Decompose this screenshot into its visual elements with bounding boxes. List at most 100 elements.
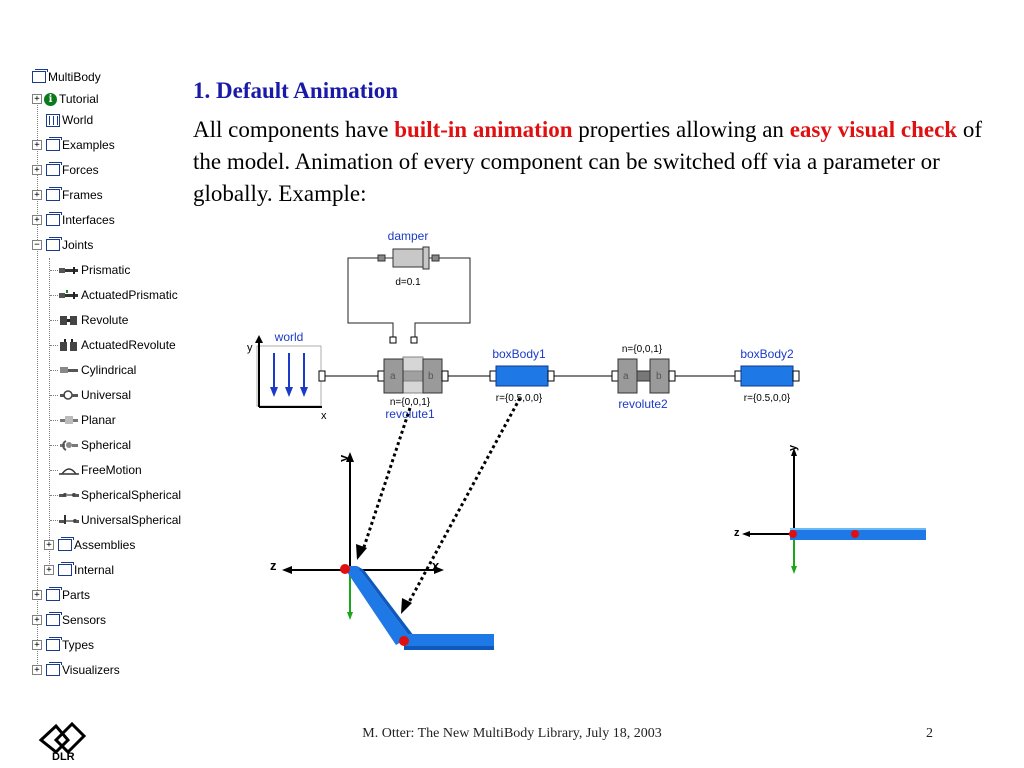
tree-item-label: UniversalSpherical [81, 513, 182, 527]
tree-item-universal[interactable]: Universal [50, 386, 131, 404]
expand-icon[interactable]: + [32, 665, 42, 675]
tree-connector [50, 320, 58, 321]
freemotion-joint-icon [59, 468, 79, 475]
body-text-part: of the model. Animation of every compone… [193, 117, 982, 206]
package-icon [46, 612, 62, 626]
tree-connector [50, 295, 58, 296]
universal-joint-icon [60, 390, 78, 400]
tree-item-multibody[interactable]: MultiBody [32, 68, 101, 86]
tree-connector [50, 395, 58, 396]
tree-item-planar[interactable]: Planar [50, 411, 116, 429]
tree-item-actuated-prismatic[interactable]: ActuatedPrismatic [50, 286, 178, 304]
tree-item-label: MultiBody [48, 70, 101, 84]
boxbody1-component[interactable] [489, 365, 555, 387]
revolute1-component[interactable] [377, 336, 449, 394]
tree-item-label: Frames [62, 188, 103, 202]
expand-icon[interactable]: + [32, 615, 42, 625]
expand-icon[interactable]: + [32, 165, 42, 175]
universal-spherical-icon [59, 515, 79, 524]
world-icon [46, 113, 60, 127]
boxbody2-name: boxBody2 [740, 347, 794, 361]
expand-icon[interactable]: + [44, 565, 54, 575]
tree-item-label: World [62, 113, 94, 127]
tree-item-label: Forces [62, 163, 99, 177]
tree-connector [50, 270, 58, 271]
cylindrical-joint-icon [60, 367, 78, 373]
port-a-label: a [623, 371, 629, 382]
tree-item-parts[interactable]: + Parts [32, 586, 90, 604]
expand-icon[interactable]: + [44, 540, 54, 550]
revolute1-name: revolute1 [385, 407, 435, 421]
tree-item-internal[interactable]: + Internal [44, 561, 114, 579]
tree-item-label: Sensors [62, 613, 107, 627]
package-icon [46, 637, 62, 651]
revolute2-component[interactable] [611, 358, 676, 394]
world-component[interactable] [255, 335, 326, 408]
tree-item-label: FreeMotion [81, 463, 142, 477]
dotted-arrow-boxbody1 [401, 397, 522, 614]
tree-item-frames[interactable]: + Frames [32, 186, 103, 204]
tree-item-cylindrical[interactable]: Cylindrical [50, 361, 136, 379]
collapse-icon[interactable]: − [32, 240, 42, 250]
slide-heading: 1. Default Animation [193, 78, 399, 103]
tree-connector [50, 445, 58, 446]
tree-connector [50, 420, 58, 421]
boxbody1-name: boxBody1 [492, 347, 546, 361]
tree-item-tutorial[interactable]: + i Tutorial [32, 90, 99, 108]
tree-item-spherical[interactable]: Spherical [50, 436, 131, 454]
expand-icon[interactable]: + [32, 215, 42, 225]
package-icon [46, 212, 62, 226]
right-z-axis-label: z [734, 527, 740, 539]
tree-connector [50, 470, 58, 471]
tree-item-label: Internal [74, 563, 115, 577]
tree-connector [50, 495, 58, 496]
tree-item-label: Universal [81, 388, 132, 402]
expand-icon[interactable]: + [32, 640, 42, 650]
expand-icon[interactable]: + [32, 140, 42, 150]
tree-item-actuated-revolute[interactable]: ActuatedRevolute [50, 336, 176, 354]
boxbody2-parameter: r={0.5,0,0} [744, 393, 791, 404]
expand-icon[interactable]: + [32, 590, 42, 600]
tree-item-freemotion[interactable]: FreeMotion [50, 461, 142, 479]
tree-item-revolute[interactable]: Revolute [50, 311, 128, 329]
tree-item-prismatic[interactable]: Prismatic [50, 261, 130, 279]
tree-item-spherical-spherical[interactable]: SphericalSpherical [50, 486, 181, 504]
tree-item-world[interactable]: World [46, 111, 93, 129]
package-icon [58, 537, 74, 551]
tree-item-label: Revolute [81, 313, 129, 327]
tree-item-label: Parts [62, 588, 91, 602]
tree-guide-line [49, 258, 50, 570]
revolute2-name: revolute2 [618, 397, 668, 411]
planar-joint-icon [60, 416, 78, 424]
revolute1-parameter: n={0,0,1} [390, 397, 431, 408]
tree-item-label: Examples [62, 138, 115, 152]
tree-item-interfaces[interactable]: + Interfaces [32, 211, 115, 229]
tree-item-visualizers[interactable]: + Visualizers [32, 661, 120, 679]
boxbody2-component[interactable] [734, 365, 800, 387]
tree-item-label: ActuatedRevolute [81, 338, 176, 352]
slide-body-text: All components have built-in animation p… [193, 114, 993, 210]
animation-view-pendulum [282, 452, 494, 650]
tree-item-joints[interactable]: − Joints [32, 236, 93, 254]
actuated-revolute-icon [60, 339, 77, 351]
tree-item-sensors[interactable]: + Sensors [32, 611, 106, 629]
damper-name: damper [388, 229, 429, 243]
tree-item-label: ActuatedPrismatic [81, 288, 178, 302]
package-tree: MultiBody + i Tutorial World + Examples … [30, 66, 190, 686]
expand-icon[interactable]: + [32, 190, 42, 200]
tree-item-examples[interactable]: + Examples [32, 136, 115, 154]
model-diagram: damper d=0.1 world y x a [247, 229, 800, 422]
tree-guide-line [37, 96, 38, 674]
tree-item-types[interactable]: + Types [32, 636, 94, 654]
tree-item-label: Tutorial [59, 92, 99, 106]
footer-text: M. Otter: The New MultiBody Library, Jul… [362, 726, 662, 741]
package-icon [46, 187, 62, 201]
expand-icon[interactable]: + [32, 94, 42, 104]
tree-item-assemblies[interactable]: + Assemblies [44, 536, 135, 554]
damper-component[interactable] [377, 246, 440, 270]
tree-item-universal-spherical[interactable]: UniversalSpherical [50, 511, 181, 529]
page-number: 2 [926, 726, 933, 741]
info-icon: i [44, 92, 57, 106]
logo-text: DLR [52, 751, 75, 762]
tree-item-forces[interactable]: + Forces [32, 161, 99, 179]
